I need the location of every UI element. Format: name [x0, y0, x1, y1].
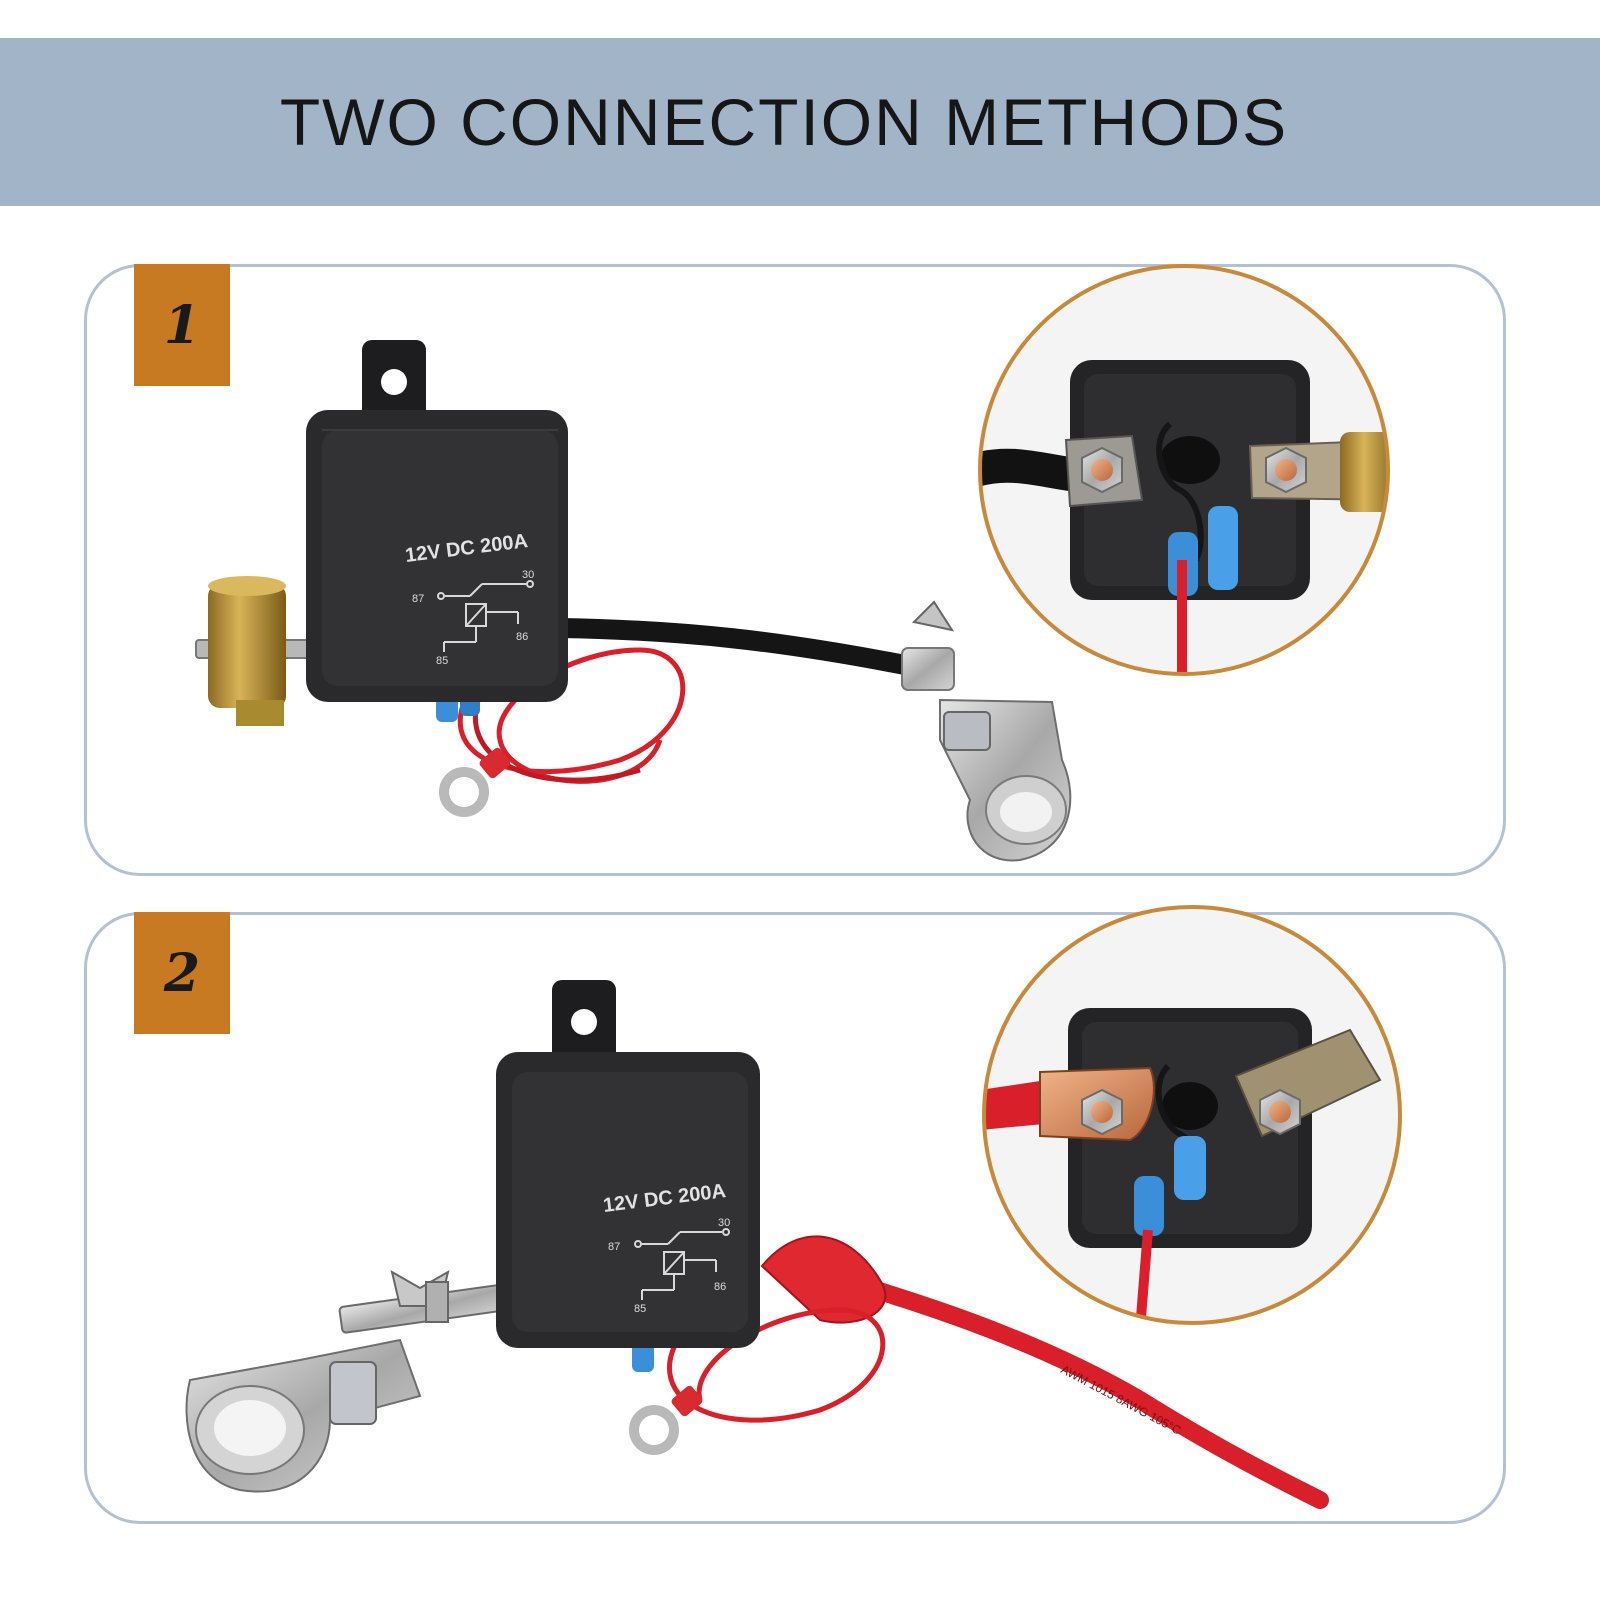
pin-87-label: 87	[412, 593, 424, 605]
relay-icon	[306, 340, 568, 702]
pin-86-label: 86	[516, 631, 528, 643]
relay-schematic	[437, 580, 534, 652]
brass-terminal-icon	[195, 576, 337, 726]
battery-clamp-icon	[185, 1269, 532, 1493]
pin-30-label: 30	[522, 569, 534, 581]
method-2-number-badge: 2	[134, 912, 230, 1034]
pin-85-label: 85	[436, 655, 448, 667]
method-2-zoom-view	[984, 907, 1400, 1323]
relay-icon	[496, 980, 760, 1348]
cable-marking: AWM 1015 8AWG 105°C	[1059, 1362, 1184, 1437]
header-band	[0, 38, 1600, 206]
pin-86-label: 86	[714, 1281, 726, 1293]
method-1-number-badge: 1	[134, 264, 230, 386]
pin-30-label: 30	[718, 1217, 730, 1229]
ring-terminal-icon	[629, 1385, 703, 1455]
relay-schematic	[634, 1228, 730, 1300]
method-1-illustration: 12V DC 200A 87 30 85 86	[195, 264, 1390, 862]
battery-clamp-icon	[901, 600, 1072, 862]
red-terminal-boot-icon	[760, 1235, 887, 1324]
page-title: TWO CONNECTION METHODS	[279, 85, 1289, 159]
zoom-ring	[982, 905, 1402, 1325]
ring-terminal-icon	[439, 747, 511, 817]
method-1-zoom-view	[980, 266, 1388, 674]
black-cable	[550, 618, 930, 678]
pin-87-label: 87	[608, 1241, 620, 1253]
pin-85-label: 85	[634, 1303, 646, 1315]
method-2-illustration: AWM 1015 8AWG 105°C	[185, 905, 1402, 1509]
zoom-ring	[978, 264, 1390, 676]
